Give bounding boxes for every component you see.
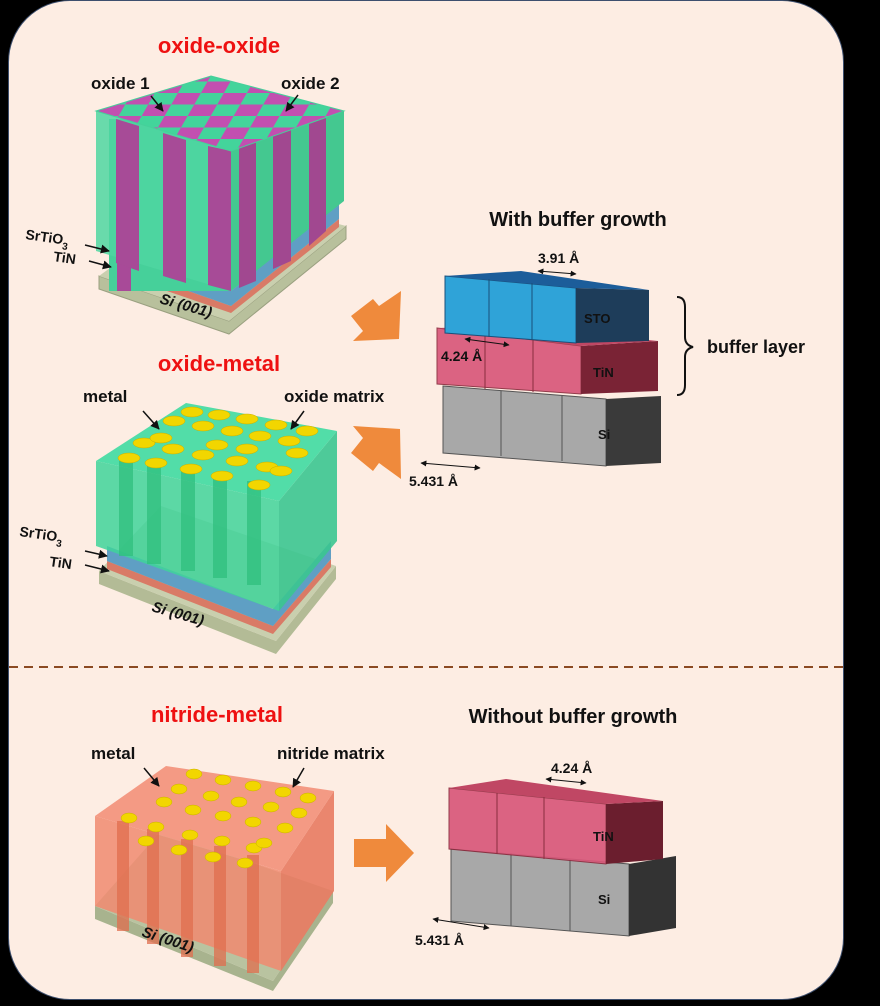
nitride-metal-title: nitride-metal [151,702,283,727]
sto-block-label: STO [584,311,611,326]
tin-label-2: TiN [49,553,73,572]
arrow-icon [351,291,401,341]
oxide-metal-diagram: oxide-metal metal oxide matrix SrTiO3 [18,351,385,654]
oxide-oxide-title: oxide-oxide [158,33,280,58]
oxide-oxide-diagram: oxide-oxide oxide 1 oxide 2 [24,33,347,335]
srtio3-label-2: SrTiO3 [18,523,64,550]
nitride-matrix-label: nitride matrix [277,744,385,763]
sto-lattice-label: 3.91 Å [538,250,579,266]
oxide-matrix-label: oxide matrix [284,387,385,406]
tin-label: TiN [53,248,77,267]
metal-label-2: metal [91,744,135,763]
brace-icon [676,296,694,396]
srtio3-label: SrTiO3 [24,226,70,253]
tin-block-label-2: TiN [593,829,614,844]
si-block-label: Si [598,427,610,442]
si-lattice-label-2: 5.431 Å [415,932,464,948]
si-lattice-label: 5.431 Å [409,473,458,489]
oxide1-label: oxide 1 [91,74,150,93]
with-buffer-diagram: With buffer growth Si TiN STO 3.91 Å 4.2… [409,209,805,489]
metal-label: metal [83,387,127,406]
tin-lattice-label-2: 4.24 Å [551,760,592,776]
tin-block-label: TiN [593,365,614,380]
buffer-layer-label: buffer layer [707,337,805,357]
oxide-metal-title: oxide-metal [158,351,280,376]
without-buffer-title: Without buffer growth [469,706,678,728]
arrow-icon-2 [351,426,401,479]
tin-lattice-label: 4.24 Å [441,348,482,364]
si-block-label-2: Si [598,892,610,907]
with-buffer-title: With buffer growth [489,209,667,231]
figure-panel: oxide-oxide oxide 1 oxide 2 [8,0,844,1000]
oxide2-label: oxide 2 [281,74,340,93]
figure-canvas: oxide-oxide oxide 1 oxide 2 [9,33,843,991]
without-buffer-diagram: Without buffer growth Si TiN 4.24 Å 5.43… [415,706,677,948]
arrow-icon-3 [354,824,414,882]
nitride-metal-diagram: nitride-metal metal nitride matrix Si (0… [91,702,385,991]
